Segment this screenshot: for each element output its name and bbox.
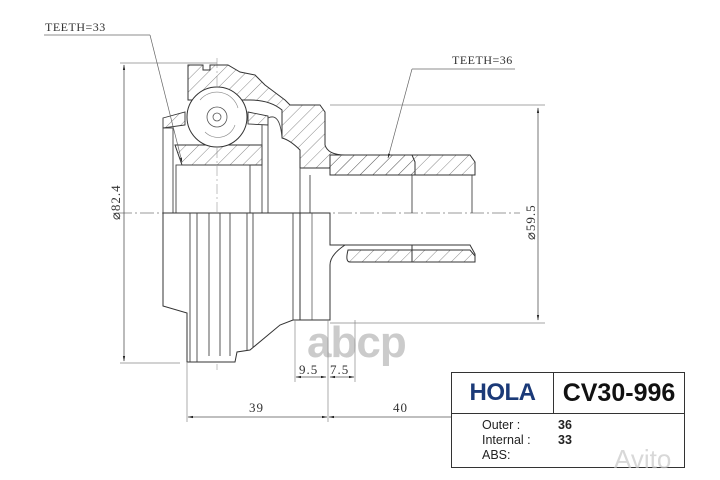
outer-body-lower	[162, 212, 301, 363]
info-row-internal: Internal : 33	[482, 433, 572, 447]
avito-watermark: Avito	[614, 444, 672, 474]
dim-length-left: 39	[249, 400, 264, 415]
label-teeth-outer: TEETH=36	[452, 53, 513, 67]
inner-race-section	[174, 144, 263, 166]
ball	[186, 86, 248, 148]
part-number-cell: CV30-996	[554, 373, 684, 413]
info-row-outer: Outer : 36	[482, 418, 572, 432]
brand-cell: HOLA	[452, 373, 554, 413]
dim-outer-diameter: ⌀82.4	[108, 184, 123, 220]
abcp-watermark: abcp	[307, 318, 407, 367]
dim-length-right: 40	[393, 400, 408, 415]
label-teeth-internal: TEETH=33	[45, 20, 106, 34]
part-number: CV30-996	[562, 378, 676, 407]
info-row-abs: ABS:	[482, 448, 511, 462]
part-info-table: HOLA CV30-996 Outer : 36 Internal : 33 A…	[451, 372, 685, 468]
dim-offset-b: 7.5	[330, 362, 349, 377]
dim-shaft-diameter: ⌀59.5	[523, 204, 538, 240]
brand-logo: HOLA	[469, 379, 537, 406]
shaft-upper	[329, 154, 476, 176]
dim-offset-a: 9.5	[299, 362, 318, 377]
